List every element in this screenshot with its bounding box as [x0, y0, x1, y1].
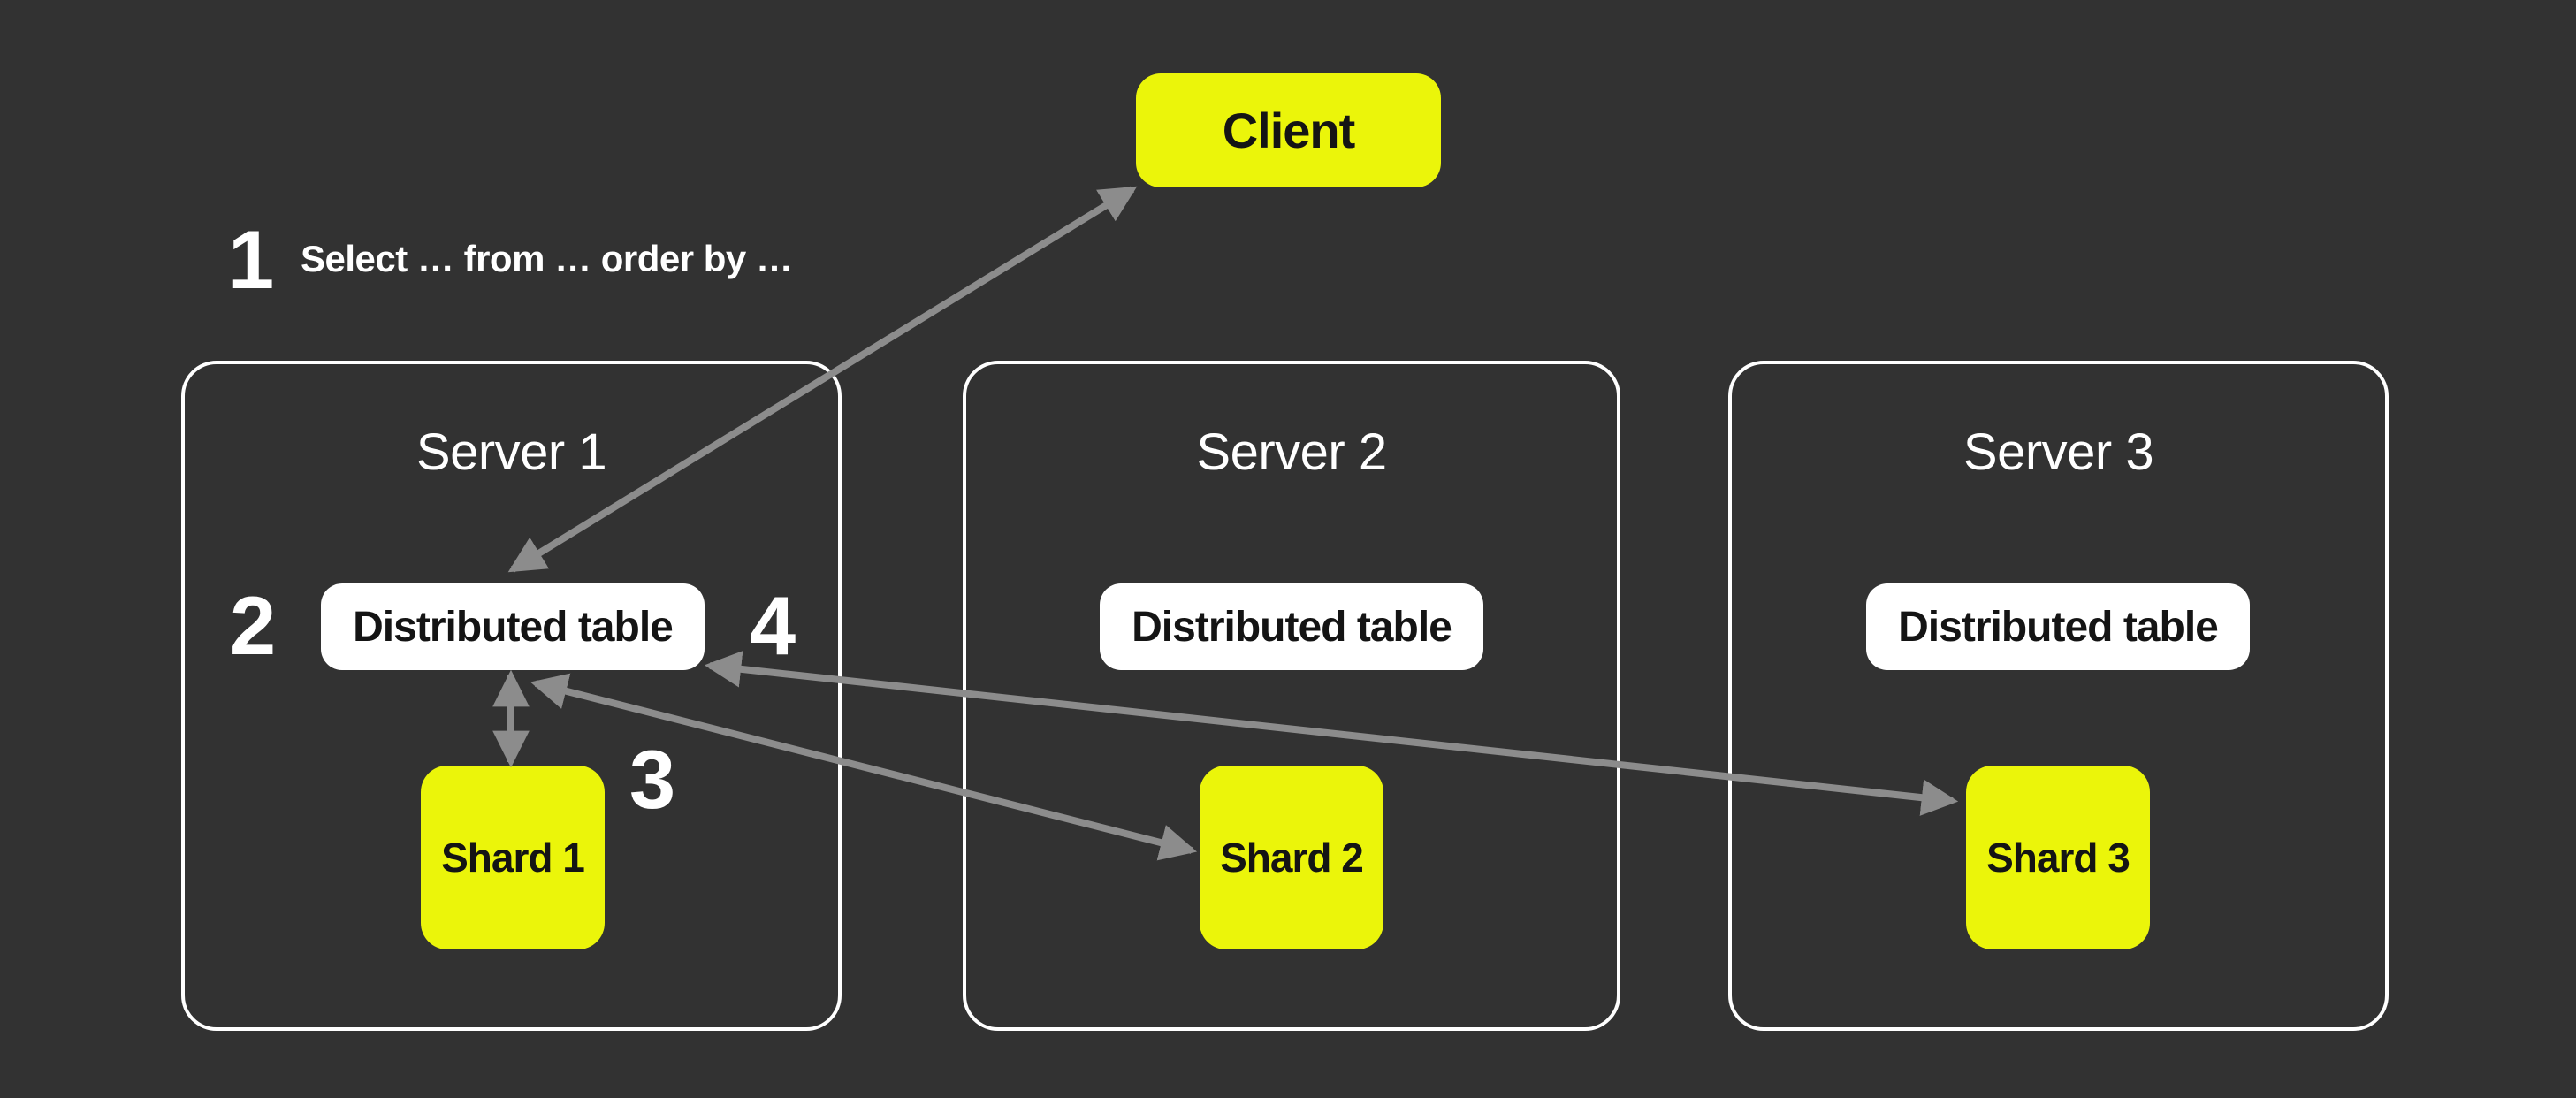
server-3-distributed-table-label: Distributed table — [1898, 603, 2219, 651]
client-node: Client — [1136, 73, 1441, 187]
server-2-shard-node: Shard 2 — [1200, 766, 1383, 949]
server-3-shard-label: Shard 3 — [1986, 835, 2130, 881]
server-3-distributed-table: Distributed table — [1866, 583, 2250, 670]
step-2-number: 2 — [229, 579, 277, 672]
server-2-title: Server 2 — [1196, 423, 1387, 481]
server-2-shard-label: Shard 2 — [1220, 835, 1364, 881]
step-1-number: 1 — [227, 213, 275, 306]
server-1-title: Server 1 — [415, 423, 607, 481]
server-1-shard-label: Shard 1 — [441, 835, 585, 881]
server-3-shard-node: Shard 3 — [1966, 766, 2150, 949]
server-1-distributed-table: Distributed table — [321, 583, 705, 670]
step-1-query-text: Select … from … order by … — [301, 238, 793, 279]
server-1-distributed-table-label: Distributed table — [353, 603, 674, 651]
server-2-distributed-table: Distributed table — [1100, 583, 1483, 670]
server-2-distributed-table-label: Distributed table — [1132, 603, 1452, 651]
step-4-number: 4 — [749, 579, 796, 672]
step-3-number: 3 — [629, 733, 676, 826]
server-1-shard-node: Shard 1 — [421, 766, 605, 949]
client-label: Client — [1222, 103, 1356, 158]
server-3-title: Server 3 — [1962, 423, 2154, 481]
